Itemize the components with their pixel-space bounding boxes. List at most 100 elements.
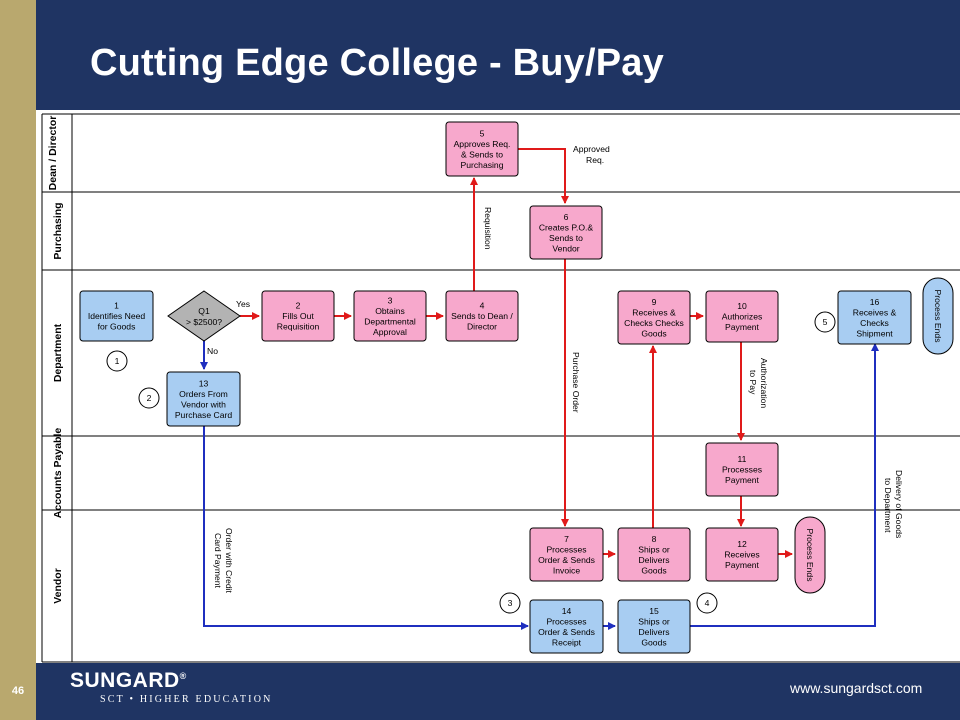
- step-16-box: [837, 290, 912, 345]
- step-4-number: 4: [480, 301, 485, 311]
- step-8-box: [617, 527, 691, 582]
- step-6-text: Vendor: [552, 243, 579, 253]
- step-15-number: 15: [649, 606, 659, 616]
- step-9-text: Goods: [641, 328, 666, 338]
- flow-label-authorization-line-2: to Pay: [748, 370, 758, 395]
- decision-yes-label: Yes: [236, 299, 250, 309]
- decision-q1-line-1: Q1: [198, 306, 210, 316]
- step-14-box: [529, 599, 604, 654]
- step-7-text: Order & Sends: [538, 555, 595, 565]
- lane-label-dean: Dean / Director: [47, 116, 59, 191]
- step-16-text: Shipment: [856, 328, 893, 338]
- step-6-text: Creates P.O.&: [539, 222, 594, 232]
- marker-circle-2: [138, 387, 160, 409]
- decision-q1: Q1 > $2500?: [167, 290, 241, 342]
- flow-label-order-credit-line-2: Card Payment: [213, 533, 223, 589]
- lane-label-department: Department: [52, 323, 64, 382]
- step-13-text: Purchase Card: [175, 410, 233, 420]
- step-8-text: Delivers: [638, 555, 669, 565]
- page-number: 46: [11, 685, 25, 697]
- logo-tagline: SCT • HIGHER EDUCATION: [100, 694, 273, 705]
- step-12-text: Receives: [724, 550, 759, 560]
- step-14-text: Order & Sends: [538, 627, 595, 637]
- step-11-text: Processes: [722, 465, 762, 475]
- step-9-text: Receives &: [632, 307, 676, 317]
- blue-flow-connectors: [200, 341, 879, 630]
- flow-label-purchase-order: Purchase Order: [571, 352, 581, 413]
- connector-13-to-14: [203, 426, 529, 630]
- flow-label-requisition: Requisition: [483, 207, 493, 250]
- step-4-text: Sends to Dean /: [451, 311, 513, 321]
- swimlane-grid: [41, 113, 960, 663]
- flow-label-order-credit-line-1: Order with Credit: [224, 528, 234, 594]
- marker-circle-4: [696, 592, 718, 614]
- logo-registered-mark: ®: [179, 671, 187, 681]
- step-11-text: Payment: [725, 475, 760, 485]
- terminator-vendor-label: Process Ends: [805, 528, 815, 581]
- step-1-text: for Goods: [98, 322, 136, 332]
- step-9-box: [617, 290, 691, 345]
- step-5-box: [445, 121, 519, 177]
- footer-band: [36, 663, 960, 720]
- lane-labels: Dean / Director Purchasing Department Ac…: [47, 116, 64, 604]
- step-10-text: Payment: [725, 322, 760, 332]
- step-13-text: Orders From: [179, 389, 228, 399]
- step-8-text: Goods: [641, 565, 666, 575]
- step-11-box: [705, 442, 779, 497]
- step-5-text: Approves Req.: [454, 139, 511, 149]
- step-3-number: 3: [388, 295, 393, 305]
- reference-markers: [106, 311, 836, 614]
- marker-circle-1: [106, 350, 128, 372]
- step-15-box: [617, 599, 691, 654]
- marker-2-label: 2: [147, 393, 152, 403]
- page-title: Cutting Edge College - Buy/Pay: [90, 42, 664, 84]
- connector-5-to-6: [518, 148, 569, 204]
- step-10-text: Authorizes: [722, 312, 763, 322]
- step-8-text: Ships or: [638, 544, 670, 554]
- step-6-number: 6: [564, 212, 569, 222]
- step-15-text: Ships or: [638, 616, 670, 626]
- step-11-number: 11: [738, 454, 747, 464]
- terminator-vendor: Process Ends: [794, 516, 826, 594]
- flow-label-delivery-line-2: to Department: [883, 478, 893, 533]
- step-10-number: 10: [737, 301, 747, 311]
- step-3-text: Departmental: [364, 316, 416, 326]
- footer-website: www.sungardsct.com: [790, 680, 923, 696]
- sungard-logo: SUNGARD®: [70, 669, 187, 693]
- step-12-box: [705, 527, 779, 582]
- marker-3-label: 3: [508, 598, 513, 608]
- step-3-text: Approval: [373, 327, 407, 337]
- red-flow-connectors: [240, 148, 793, 558]
- marker-1-label: 1: [115, 356, 120, 366]
- flow-label-approved-req-line-2: Req.: [586, 155, 604, 165]
- lane-label-accounts-payable: Accounts Payable: [52, 428, 64, 519]
- step-7-text: Invoice: [553, 565, 580, 575]
- decision-no-label: No: [207, 346, 218, 356]
- step-13-number: 13: [199, 378, 209, 388]
- step-1-box: [79, 290, 154, 342]
- step-15-text: Goods: [641, 637, 666, 647]
- flow-label-authorization-line-1: Authorization: [759, 358, 769, 408]
- step-10-box: [705, 290, 779, 343]
- step-3-box: [353, 290, 427, 342]
- lane-label-purchasing: Purchasing: [52, 202, 64, 259]
- step-2-text: Requisition: [277, 322, 320, 332]
- lane-label-vendor: Vendor: [52, 568, 64, 604]
- step-14-text: Processes: [546, 616, 586, 626]
- flow-label-delivery-line-1: Delivery of Goods: [894, 470, 904, 538]
- step-14-text: Receipt: [552, 637, 582, 647]
- step-16-text: Receives &: [853, 307, 897, 317]
